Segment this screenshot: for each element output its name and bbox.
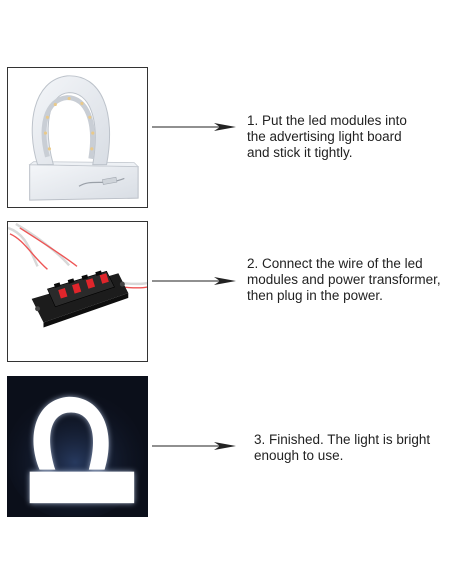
- step-1-line-1: 1. Put the led modules into: [247, 113, 407, 128]
- arrow-right-icon: [152, 277, 236, 285]
- step-1-line-2: the advertising light board: [247, 129, 402, 144]
- step-2-line-1: 2. Connect the wire of the led: [247, 256, 423, 271]
- step-3-line-2: enough to use.: [254, 448, 344, 463]
- glowing-lit-letter-icon: [8, 377, 147, 516]
- step-3-caption: 3. Finished. The light is bright enough …: [254, 432, 452, 464]
- step-2-image: [7, 221, 148, 362]
- step-3-line-1: 3. Finished. The light is bright: [254, 432, 431, 447]
- step-2-line-2: modules and power transformer,: [247, 272, 441, 287]
- step-1-caption: 1. Put the led modules into the advertis…: [247, 113, 447, 161]
- wire-terminal-connector-icon: [8, 222, 147, 328]
- acrylic-letter-with-led-strip-icon: [28, 75, 140, 201]
- step-1-image: [7, 67, 148, 208]
- step-2-line-3: then plug in the power.: [247, 288, 383, 303]
- arrow-right-icon: [152, 442, 236, 450]
- step-2-caption: 2. Connect the wire of the led modules a…: [247, 256, 447, 304]
- step-1-line-3: and stick it tightly.: [247, 145, 353, 160]
- step-3-image: [7, 376, 148, 517]
- arrow-right-icon: [152, 123, 236, 131]
